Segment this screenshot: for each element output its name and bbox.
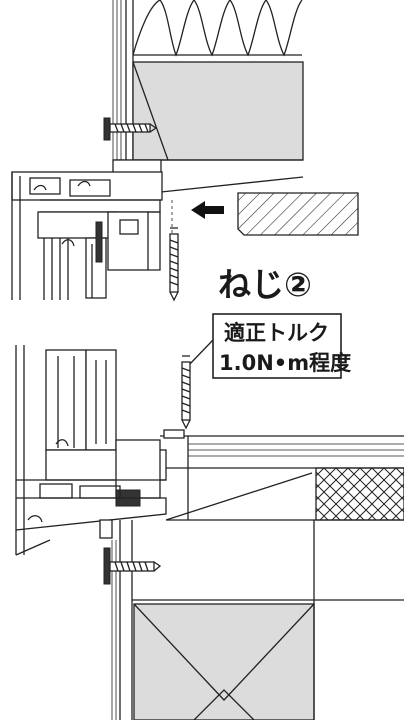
bottom-screw-icon: [103, 547, 162, 585]
top-wall-section: [112, 0, 304, 193]
crosshatch-block: [315, 467, 404, 521]
torque-callout-box: 適正トルク 1.0N•m程度: [187, 313, 351, 379]
upper-screw-icon: [169, 227, 179, 302]
insertion-arrow-icon: [191, 201, 224, 219]
lower-window-frame-profile: [15, 345, 189, 556]
top-trim-block: [237, 192, 359, 236]
upper-window-frame-profile: [11, 171, 163, 300]
torque-label-line1: 適正トルク: [224, 321, 329, 345]
screw-label: ねじ②: [218, 265, 312, 304]
bottom-wall-section: [111, 520, 404, 720]
torque-label-line2: 1.0N•m程度: [219, 351, 351, 375]
lower-screw-icon: [181, 355, 191, 430]
top-screw-icon: [103, 117, 158, 141]
